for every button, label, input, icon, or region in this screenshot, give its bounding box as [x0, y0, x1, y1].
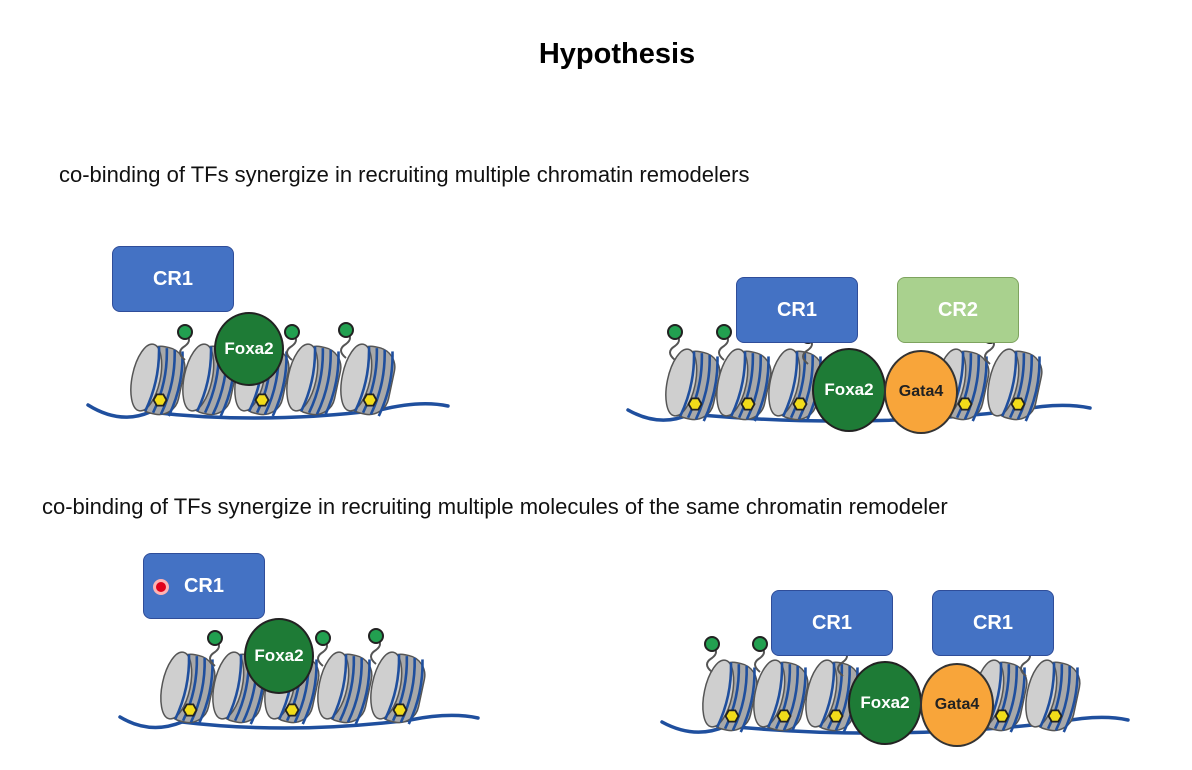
histone-mark-yellow	[152, 393, 168, 407]
histone-mark-yellow	[776, 709, 792, 723]
nucleosome	[665, 348, 721, 422]
histone-mark-yellow	[1047, 709, 1063, 723]
histone-mark-green	[177, 324, 193, 340]
nucleosome	[182, 343, 238, 417]
nucleosome	[286, 343, 342, 417]
dna-strand	[118, 713, 480, 730]
histone-mark-yellow	[254, 393, 270, 407]
histone-mark-yellow	[740, 397, 756, 411]
histone-mark-yellow	[392, 703, 408, 717]
histone-mark-yellow	[1010, 397, 1026, 411]
nucleosome	[130, 343, 186, 417]
histone-mark-green	[368, 628, 384, 644]
slide-title: Hypothesis	[538, 38, 696, 70]
nucleosome	[987, 348, 1043, 422]
gata4-circle-top-right: Gata4	[884, 350, 958, 434]
cr1-box-bottom-right-a: CR1	[771, 590, 893, 656]
histone-mark-yellow	[792, 397, 808, 411]
histone-mark-yellow	[284, 703, 300, 717]
laser-pointer-dot	[153, 579, 169, 595]
histone-mark-green	[315, 630, 331, 646]
histone-mark-green	[338, 322, 354, 338]
foxa2-circle-top-left: Foxa2	[214, 312, 284, 386]
histone-mark-yellow	[182, 703, 198, 717]
nucleosome	[370, 651, 426, 725]
foxa2-circle-top-right: Foxa2	[812, 348, 886, 432]
histone-mark-yellow	[687, 397, 703, 411]
caption-same-remodeler: co-binding of TFs synergize in recruitin…	[42, 494, 948, 519]
gata4-circle-bottom-right: Gata4	[920, 663, 994, 747]
nucleosome	[702, 659, 758, 733]
nucleosome	[753, 659, 809, 733]
histone-mark-yellow	[828, 709, 844, 723]
caption-multiple-remodelers: co-binding of TFs synergize in recruitin…	[59, 162, 750, 187]
nucleosome	[805, 659, 861, 733]
cr1-box-top-left: CR1	[112, 246, 234, 312]
dna-strand	[86, 402, 450, 420]
histone-mark-yellow	[362, 393, 378, 407]
cr1-box-bottom-right-b: CR1	[932, 590, 1054, 656]
histone-mark-green	[752, 636, 768, 652]
cr1-box-top-right: CR1	[736, 277, 858, 343]
histone-mark-green	[207, 630, 223, 646]
foxa2-circle-bottom-right: Foxa2	[848, 661, 922, 745]
nucleosome	[317, 651, 373, 725]
histone-mark-green	[667, 324, 683, 340]
histone-mark-green	[716, 324, 732, 340]
nucleosome	[340, 343, 396, 417]
foxa2-circle-bottom-left: Foxa2	[244, 618, 314, 694]
histone-mark-green	[284, 324, 300, 340]
nucleosome	[1025, 659, 1081, 733]
histone-mark-green	[704, 636, 720, 652]
cr2-box-top-right: CR2	[897, 277, 1019, 343]
histone-mark-yellow	[957, 397, 973, 411]
nucleosome	[716, 348, 772, 422]
histone-mark-yellow	[724, 709, 740, 723]
histone-mark-yellow	[994, 709, 1010, 723]
